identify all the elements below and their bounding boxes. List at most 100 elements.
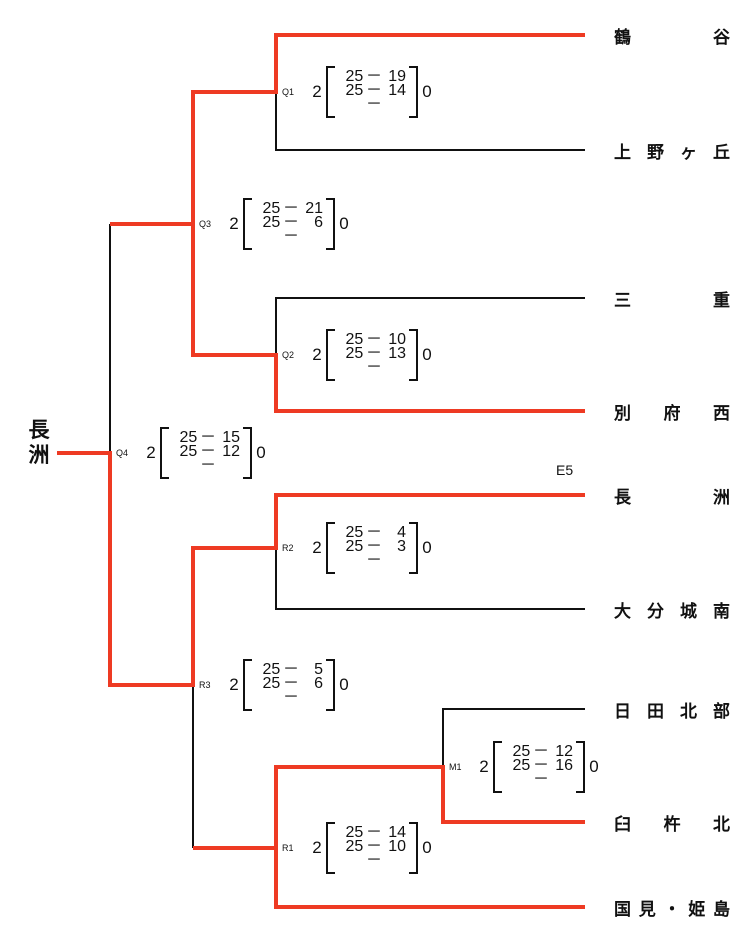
- set-score-winner: 25: [345, 82, 364, 99]
- team-char: 南: [713, 601, 730, 622]
- set-score-loser: 14: [388, 82, 407, 99]
- set-score-winner: [257, 690, 280, 705]
- team-char: 国: [614, 899, 631, 920]
- team-char: 鶴: [614, 27, 631, 48]
- team-char: 丘: [713, 142, 730, 163]
- set-score-winner: 25: [345, 538, 364, 555]
- team-char: 府: [663, 403, 681, 424]
- bracket-line-mie: [275, 297, 585, 355]
- set-score-loser: 6: [314, 675, 324, 692]
- team-char: 上: [614, 142, 631, 163]
- set-score-winner: 25: [179, 443, 198, 460]
- set-score-winner: 25: [262, 214, 281, 231]
- team-char: 野: [647, 142, 664, 163]
- winner-sets: 2: [479, 757, 489, 776]
- winner-sets: 2: [312, 82, 322, 101]
- loser-sets: 0: [422, 538, 432, 557]
- set-score-dash: －: [199, 457, 216, 474]
- set-score-row: 25－14: [340, 824, 407, 841]
- set-score-loser: 10: [388, 838, 407, 855]
- set-score-winner: [340, 553, 363, 568]
- match-code: Q2: [282, 350, 295, 360]
- set-score-loser: [302, 229, 323, 244]
- set-score-row: －: [340, 853, 406, 869]
- team-char: 重: [713, 290, 730, 311]
- set-score-loser: 3: [397, 538, 407, 555]
- set-score-row: －: [340, 553, 406, 569]
- set-score-row: 25－19: [340, 69, 407, 85]
- set-score-dash: －: [532, 743, 549, 760]
- champion-char: 洲: [28, 443, 50, 467]
- loser-sets: 0: [589, 757, 599, 776]
- set-score-winner: [340, 97, 363, 112]
- set-score-row: 25－5: [257, 661, 324, 678]
- match-code: Q4: [116, 448, 129, 458]
- set-score-row: 25－4: [340, 524, 407, 541]
- team-char: 三: [614, 290, 631, 311]
- set-score-loser: 15: [222, 429, 241, 446]
- set-score-row: 25－21: [257, 200, 324, 217]
- bracket-line-hita: [442, 708, 585, 767]
- match-code: R3: [199, 680, 211, 690]
- set-score-dash: －: [532, 757, 549, 774]
- set-score-dash: －: [365, 331, 382, 348]
- match-code: Q1: [282, 87, 295, 97]
- team-char: 北: [680, 701, 697, 722]
- set-score-row: 25－14: [340, 82, 407, 99]
- team-char: 長: [614, 487, 631, 508]
- set-score-winner: 25: [345, 345, 364, 362]
- set-score-loser: 4: [397, 524, 407, 541]
- set-score-winner: 25: [345, 524, 364, 541]
- team-char: 田: [647, 701, 664, 722]
- set-score-loser: [385, 360, 406, 375]
- bracket-line-ueno: [275, 92, 585, 151]
- set-score-winner: 25: [262, 675, 281, 692]
- loser-sets: 0: [422, 82, 432, 101]
- set-score-dash: －: [199, 443, 216, 460]
- match-code: R2: [282, 543, 294, 553]
- set-score-loser: 21: [305, 200, 324, 217]
- set-score-dash: －: [365, 96, 382, 113]
- set-score-dash: －: [282, 675, 299, 692]
- set-score-row: 25－16: [507, 757, 574, 774]
- set-score-loser: 6: [314, 214, 324, 231]
- set-score-winner: 25: [262, 200, 281, 217]
- team-name-t9: 国見・姫島: [614, 895, 730, 920]
- loser-sets: 0: [339, 675, 349, 694]
- winner-sets: 2: [312, 345, 322, 364]
- team-char: 臼: [614, 814, 631, 835]
- team-char: 谷: [713, 27, 730, 48]
- loser-sets: 0: [422, 838, 432, 857]
- set-score-row: 25－12: [507, 743, 574, 760]
- set-score-dash: －: [282, 228, 299, 245]
- set-score-winner: 25: [179, 429, 198, 446]
- set-score-dash: －: [282, 661, 299, 678]
- team-name-t2: 上野ヶ丘: [614, 138, 730, 163]
- set-score-row: 25－10: [340, 838, 407, 855]
- set-score-loser: 10: [388, 331, 407, 348]
- set-score-winner: [340, 360, 363, 375]
- set-score-loser: [219, 458, 240, 473]
- set-score-loser: 14: [388, 824, 407, 841]
- team-char: 日: [614, 701, 631, 722]
- set-score-loser: 13: [388, 345, 407, 362]
- team-char: ・: [663, 899, 681, 920]
- team-name-t8: 臼杵北: [614, 810, 730, 835]
- bracket-line-oita-jonan: [275, 548, 585, 610]
- winner-sets: 2: [312, 538, 322, 557]
- winner-sets: 2: [312, 838, 322, 857]
- set-score-row: －: [507, 772, 573, 788]
- winner-sets: 2: [229, 214, 239, 233]
- set-score-row: 25－3: [340, 538, 407, 555]
- team-name-t4: 別府西: [614, 399, 730, 424]
